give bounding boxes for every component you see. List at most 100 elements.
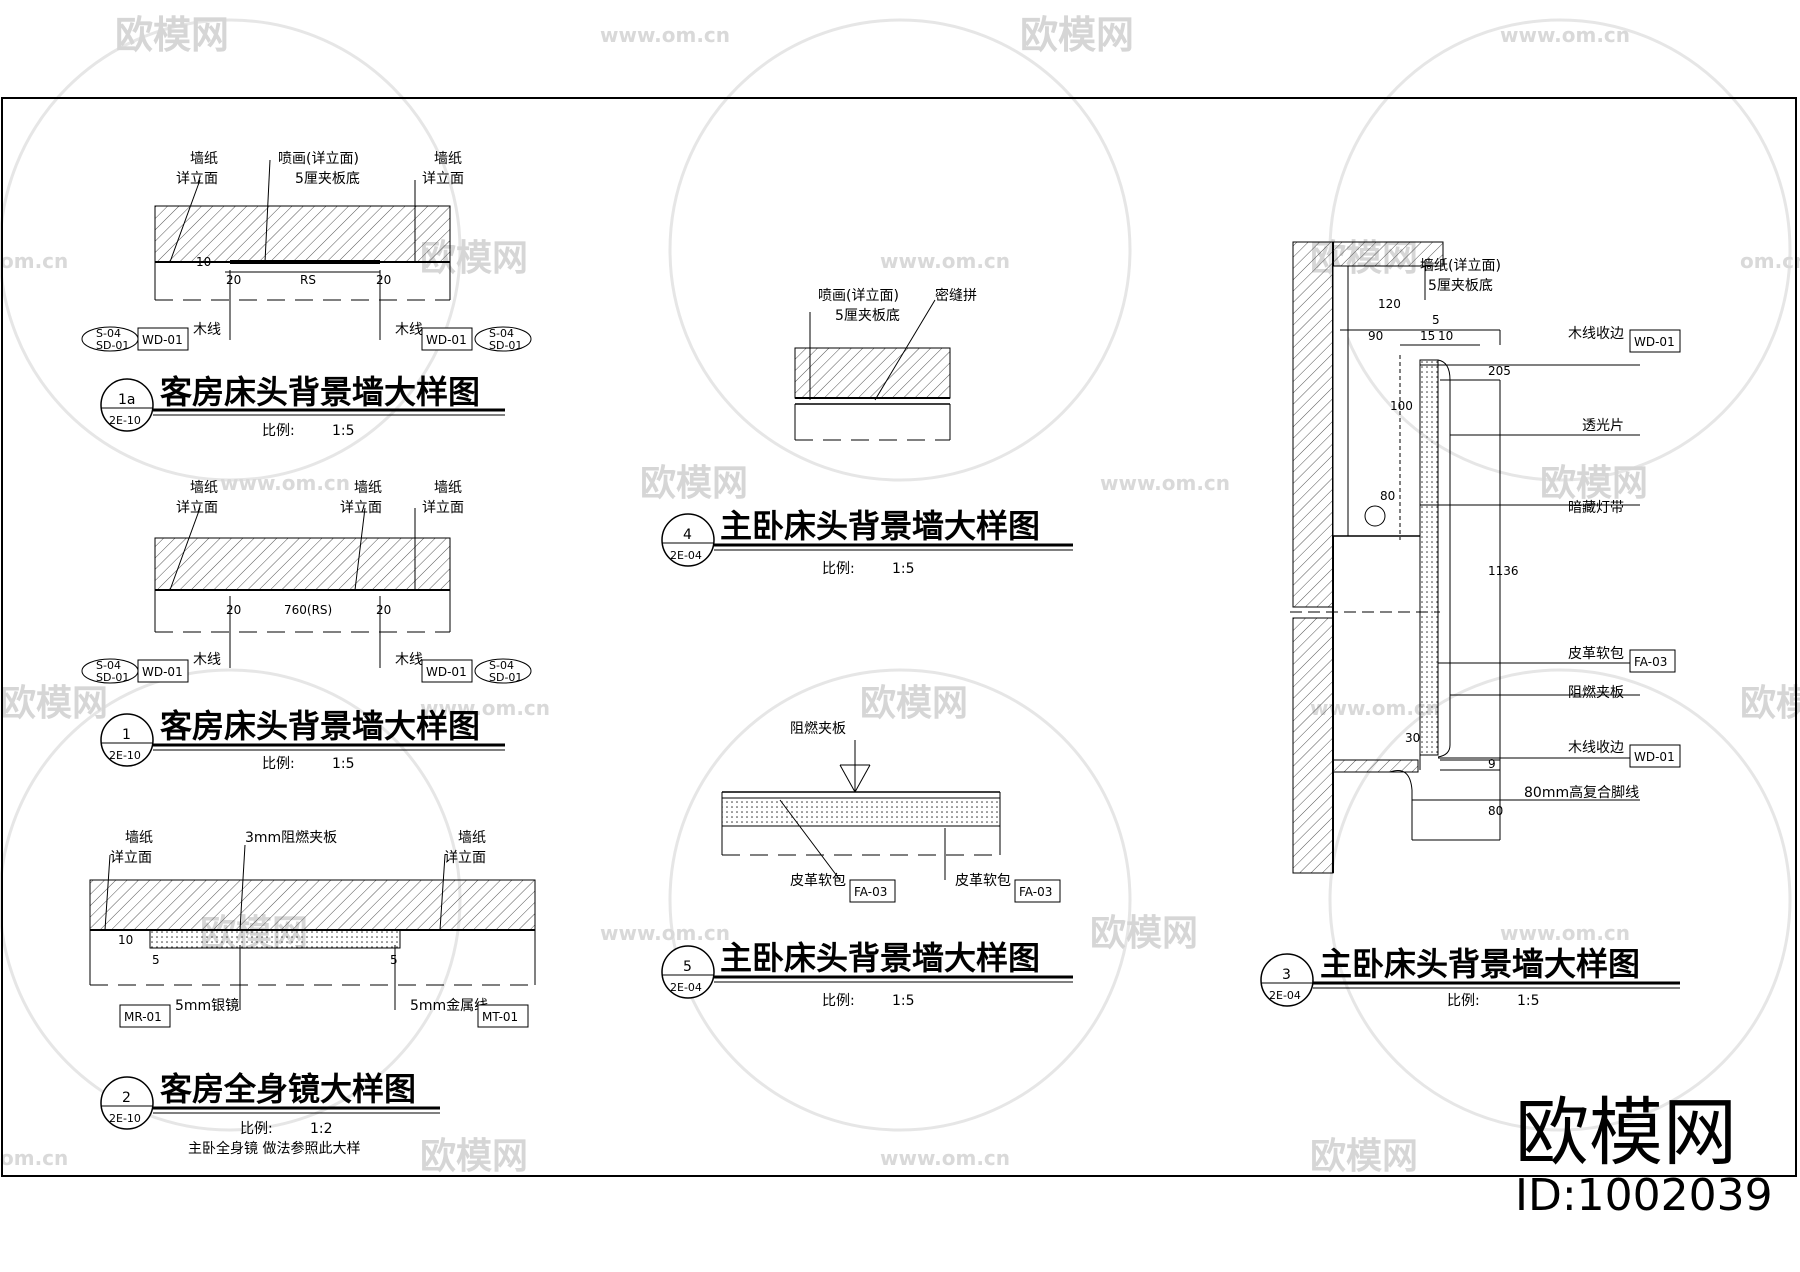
label-1-wood-right: 木线 [395, 652, 423, 668]
detail-5-marker [661, 945, 715, 999]
ref-1a-right-bottom: SD-01 [489, 339, 522, 352]
label-1-left-sub: 详立面 [176, 500, 218, 516]
watermark-site-9: 欧模网 [1740, 683, 1800, 724]
detail-2-scale-value: 1:2 [310, 1121, 333, 1137]
detail-4-title: 主卧床头背景墙大样图 [720, 507, 1040, 545]
detail-1a-scale-label: 比例: [262, 423, 295, 439]
watermark-site-13: 欧模网 [1310, 1136, 1418, 1177]
tag-2-left [119, 1004, 171, 1028]
label-5-top: 阻燃夹板 [790, 720, 846, 737]
detail-3-scale-value: 1:5 [1517, 993, 1540, 1009]
label-3-leather: 皮革软包 [1568, 646, 1624, 662]
ref-1-right-bottom: SD-01 [489, 671, 522, 684]
ref-1-left [81, 658, 139, 684]
label-2-right-top: 墙纸 [458, 830, 486, 846]
tag-3-wood-top-text: WD-01 [1634, 335, 1675, 349]
watermark-site-5: 欧模网 [640, 463, 748, 504]
dim-3-9: 9 [1488, 757, 1496, 771]
label-3-hidden-light: 暗藏灯带 [1568, 500, 1624, 516]
detail-2-note: 主卧全身镜 做法参照此大样 [188, 1140, 360, 1157]
watermark-url-2: www.om.cn [1500, 23, 1630, 47]
wall-section [794, 347, 951, 399]
watermark-site-1: 欧模网 [115, 13, 229, 57]
detail-3-title: 主卧床头背景墙大样图 [1320, 945, 1640, 983]
watermark-url-7: www.om.cn [220, 471, 350, 495]
dim-3-10: 10 [1438, 329, 1453, 343]
detail-1: 墙纸 详立面 墙纸 详立面 墙纸 详立面 20 760(RS) 20 木线 木线… [81, 480, 532, 772]
tag-5-right-text: FA-03 [1019, 885, 1052, 899]
tag-5-left [849, 879, 896, 903]
label-1-mid-sub: 详立面 [340, 500, 382, 516]
dim-3-30: 30 [1405, 731, 1420, 745]
watermark-site-7: 欧模网 [0, 683, 108, 724]
tag-1a-right-text: WD-01 [426, 333, 467, 347]
tag-5-left-text: FA-03 [854, 885, 887, 899]
watermark-url-8: www.om.cn [420, 696, 550, 720]
dim-1a-10: 10 [196, 255, 211, 269]
label-1a-right-top: 墙纸 [434, 151, 462, 167]
label-4-sub: 5厘夹板底 [835, 308, 900, 324]
label-4-top: 喷画(详立面) [818, 288, 899, 304]
label-1-left-top: 墙纸 [190, 480, 218, 496]
detail-2-scale-label: 比例: [240, 1121, 273, 1137]
detail-3-marker [1260, 953, 1314, 1007]
detail-3-sheet: 2E-04 [1269, 989, 1301, 1002]
detail-3-scale-label: 比例: [1447, 993, 1480, 1009]
label-3-wood-edge-bottom: 木线收边 [1568, 740, 1624, 756]
ref-1a-right-top: S-04 [489, 327, 514, 340]
label-3-wood-edge-top: 木线收边 [1568, 326, 1624, 342]
watermark-site-6: 欧模网 [1540, 463, 1648, 504]
label-1a-mid-sub: 5厘夹板底 [295, 171, 360, 187]
board-upper [1332, 265, 1349, 537]
leather-panel [721, 797, 1001, 827]
ref-1-right-top: S-04 [489, 659, 514, 672]
detail-5-sheet: 2E-04 [670, 981, 702, 994]
dim-1a-20b: 20 [376, 273, 391, 287]
watermark-url-3: om.cn [0, 249, 68, 273]
detail-1-title: 客房床头背景墙大样图 [160, 707, 480, 745]
label-2-metal: 5mm金属线 [410, 998, 488, 1014]
detail-1a-scale-value: 1:5 [332, 423, 355, 439]
watermark-arcs [0, 18, 1792, 1132]
wall-lower [1292, 617, 1334, 874]
dim-2-5a: 5 [152, 953, 160, 967]
tag-3-wood-bottom-text: WD-01 [1634, 750, 1675, 764]
wall-section [89, 879, 536, 931]
detail-4: 喷画(详立面) 5厘夹板底 密缝拼 4 2E-04 主卧床头背景墙大样图 比例:… [661, 287, 1073, 577]
ref-1a-left-top: S-04 [96, 327, 121, 340]
tag-1a-right [421, 327, 473, 351]
dim-3-80b: 80 [1488, 804, 1503, 818]
label-3-sub: 5厘夹板底 [1428, 278, 1493, 294]
watermark-logo: 欧模网 [1515, 1090, 1737, 1176]
dim-3-1136: 1136 [1488, 564, 1519, 578]
detail-2-marker [100, 1076, 154, 1130]
detail-3-number: 3 [1282, 967, 1291, 983]
light-strip-symbol [1364, 505, 1386, 527]
detail-4-sheet: 2E-04 [670, 549, 702, 562]
detail-5-number: 5 [683, 959, 692, 975]
tag-5-right [1014, 879, 1061, 903]
detail-1-marker [100, 713, 154, 767]
label-1-right-sub: 详立面 [422, 500, 464, 516]
watermark-site-11: 欧模网 [1090, 913, 1198, 954]
label-2-left-top: 墙纸 [125, 830, 153, 846]
detail-1-sheet: 2E-10 [109, 749, 141, 762]
detail-1a-marker [100, 378, 154, 432]
watermark-url-6: www.om.cn [1100, 471, 1230, 495]
watermark-site-8: 欧模网 [860, 683, 968, 724]
label-1-mid-top: 墙纸 [354, 480, 382, 496]
dim-2-5b: 5 [390, 953, 398, 967]
label-4-seam: 密缝拼 [935, 287, 977, 304]
dim-3-80a: 80 [1380, 489, 1395, 503]
ref-1a-right [474, 326, 532, 352]
label-3-light-sheet: 透光片 [1582, 418, 1624, 434]
detail-3: 墙纸(详立面) 5厘夹板底 120 5 90 15 10 100 80 30 2… [1260, 241, 1681, 1009]
label-2-mid-top: 3mm阻燃夹板 [245, 829, 337, 846]
label-2-left-sub: 详立面 [110, 850, 152, 866]
dim-2-10: 10 [118, 933, 133, 947]
label-3-top: 墙纸(详立面) [1420, 258, 1501, 274]
tag-3-wood-bottom [1629, 744, 1681, 768]
ref-1a-left [81, 326, 139, 352]
dim-1a-rs: RS [300, 273, 316, 287]
label-5-leather-left: 皮革软包 [790, 873, 846, 889]
